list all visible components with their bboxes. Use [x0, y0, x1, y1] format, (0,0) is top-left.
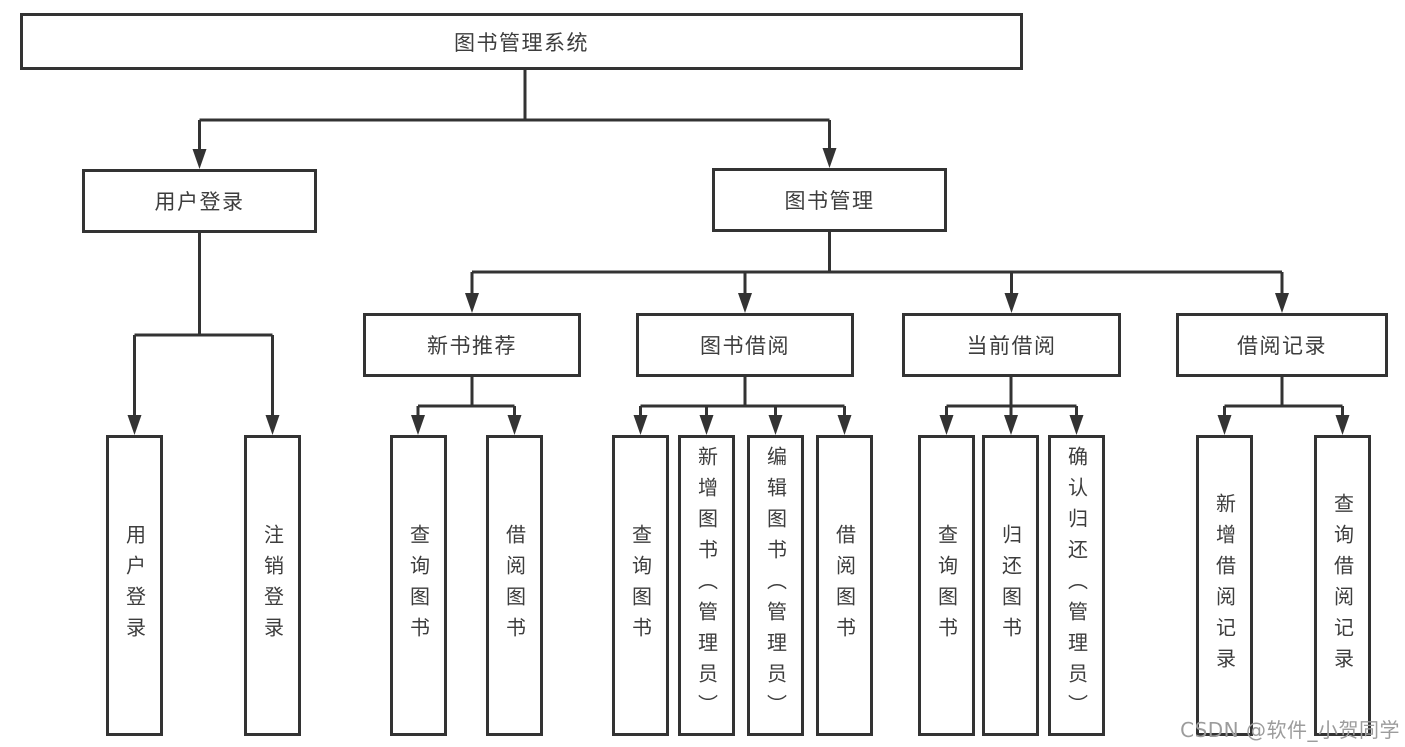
node-user-login: 用户登录: [82, 169, 317, 233]
leaf-borrow-books-recommend: 借阅图书: [486, 435, 543, 736]
node-borrowing-records: 借阅记录: [1176, 313, 1388, 377]
node-current-borrowing: 当前借阅: [902, 313, 1121, 377]
leaf-logout: 注销登录: [244, 435, 301, 736]
leaf-add-books-admin: 新增图书（管理员）: [678, 435, 735, 736]
leaf-add-borrow-record: 新增借阅记录: [1196, 435, 1253, 736]
leaf-edit-books-admin: 编辑图书（管理员）: [747, 435, 804, 736]
edge-current-to-leaves: [945, 377, 1078, 417]
leaf-query-books-current: 查询图书: [918, 435, 975, 736]
leaf-user-login: 用户登录: [106, 435, 163, 736]
edge-root-to-level2: [198, 70, 831, 151]
edge-records-to-leaves: [1223, 377, 1344, 417]
arrowheads: [127, 148, 1350, 435]
node-new-book-recommend: 新书推荐: [363, 313, 581, 377]
edge-borrow-to-leaves: [639, 377, 846, 417]
csdn-watermark: CSDN @软件_小贺同学: [1180, 718, 1400, 742]
edge-bookmgmt-to-level3: [470, 232, 1284, 295]
leaf-query-borrow-record: 查询借阅记录: [1314, 435, 1371, 736]
leaf-confirm-return-admin: 确认归还（管理员）: [1048, 435, 1105, 736]
leaf-query-books-borrow: 查询图书: [612, 435, 669, 736]
leaf-query-books-recommend: 查询图书: [390, 435, 447, 736]
leaf-return-books: 归还图书: [982, 435, 1039, 736]
node-root-system: 图书管理系统: [20, 13, 1023, 70]
edge-userlogin-to-leaves: [133, 233, 274, 417]
node-book-borrowing: 图书借阅: [636, 313, 854, 377]
edge-recommend-to-leaves: [416, 377, 516, 417]
node-book-management: 图书管理: [712, 168, 947, 232]
leaf-borrow-books-borrow: 借阅图书: [816, 435, 873, 736]
